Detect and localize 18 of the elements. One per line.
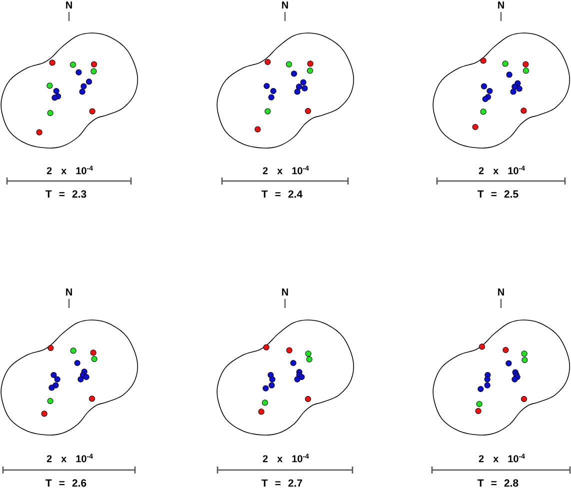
scale-label: 2 x 10$^{-4}$	[262, 166, 309, 174]
scale-label: 2 x 10$^{-4}$	[478, 166, 525, 174]
time-label: T = 2.5	[478, 190, 518, 198]
time-label: T = 2.6	[46, 479, 86, 487]
scale-label: 2 x 10$^{-4}$	[262, 454, 309, 462]
time-label: T = 2.7	[262, 479, 302, 487]
north-label: N	[498, 288, 504, 296]
north-label: N	[282, 2, 288, 8]
time-label: T = 2.4	[262, 190, 302, 198]
north-label: N	[66, 288, 72, 296]
north-label: N	[498, 2, 504, 8]
time-label: T = 2.3	[46, 190, 86, 198]
scale-label: 2 x 10$^{-4}$	[478, 454, 525, 462]
scale-label: 2 x 10$^{-4}$	[46, 166, 93, 174]
north-label: N	[282, 288, 288, 296]
north-label: N	[66, 2, 72, 8]
time-label: T = 2.8	[478, 479, 518, 487]
scale-label: 2 x 10$^{-4}$	[46, 454, 93, 462]
